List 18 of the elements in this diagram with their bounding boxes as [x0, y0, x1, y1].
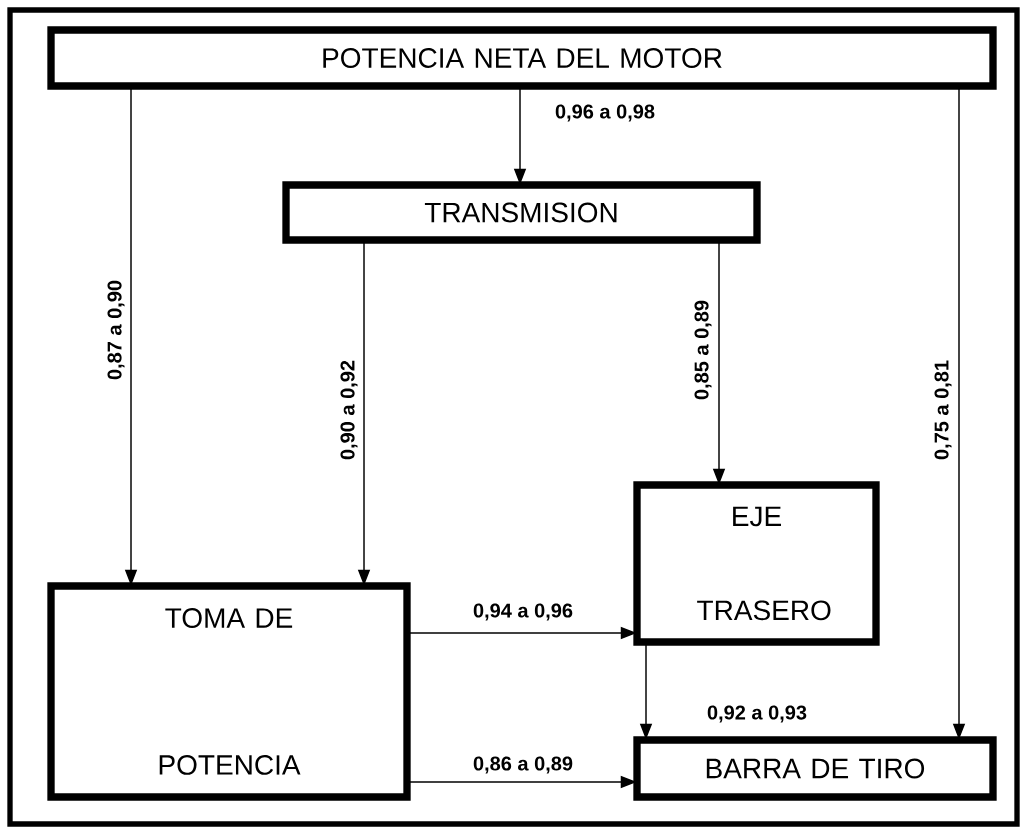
- node-label: TOMA DE POTENCIA: [159, 608, 301, 775]
- edge-label: 0,85 a 0,89: [693, 298, 713, 402]
- edge-label: 0,86 a 0,89: [471, 755, 575, 775]
- box: [633, 736, 997, 801]
- edge-label: 0,75 a 0,81: [933, 358, 953, 462]
- box: [47, 26, 997, 90]
- node-label: TRANSMISION: [424, 202, 617, 223]
- edge-label: 0,90 a 0,92: [339, 358, 359, 462]
- node-label: EJE TRASERO: [697, 506, 831, 621]
- box: [47, 582, 411, 801]
- box: [282, 181, 761, 244]
- edge-label: 0,92 a 0,93: [705, 704, 809, 724]
- edge-label: 0,87 a 0,90: [106, 278, 126, 382]
- edge-label: 0,94 a 0,96: [471, 602, 575, 622]
- node-label: POTENCIA NETA DEL MOTOR: [323, 48, 722, 68]
- box: [633, 481, 880, 646]
- node-label: BARRA DE TIRO: [706, 758, 925, 779]
- edge-label: 0,96 a 0,98: [553, 103, 657, 123]
